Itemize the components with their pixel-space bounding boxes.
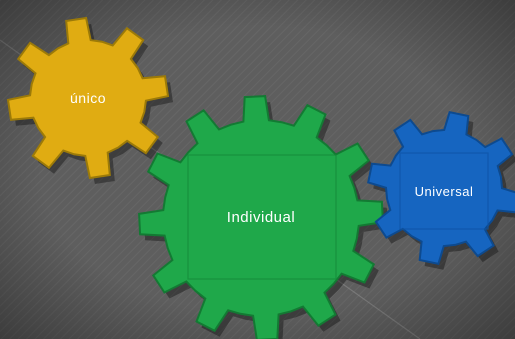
gear-unico-body [6, 16, 170, 180]
gear-universal: Universal [367, 111, 515, 270]
gear-universal-label: Universal [415, 184, 474, 199]
gear-individual-frame [187, 154, 337, 280]
gear-universal-body [367, 111, 515, 265]
gear-individual: Individual [138, 95, 388, 339]
gear-individual-body [138, 95, 384, 339]
gear-unico-label: único [70, 90, 106, 106]
gear-universal-frame [399, 152, 489, 230]
gear-individual-label: Individual [227, 209, 295, 226]
gear-unico: único [6, 16, 173, 184]
